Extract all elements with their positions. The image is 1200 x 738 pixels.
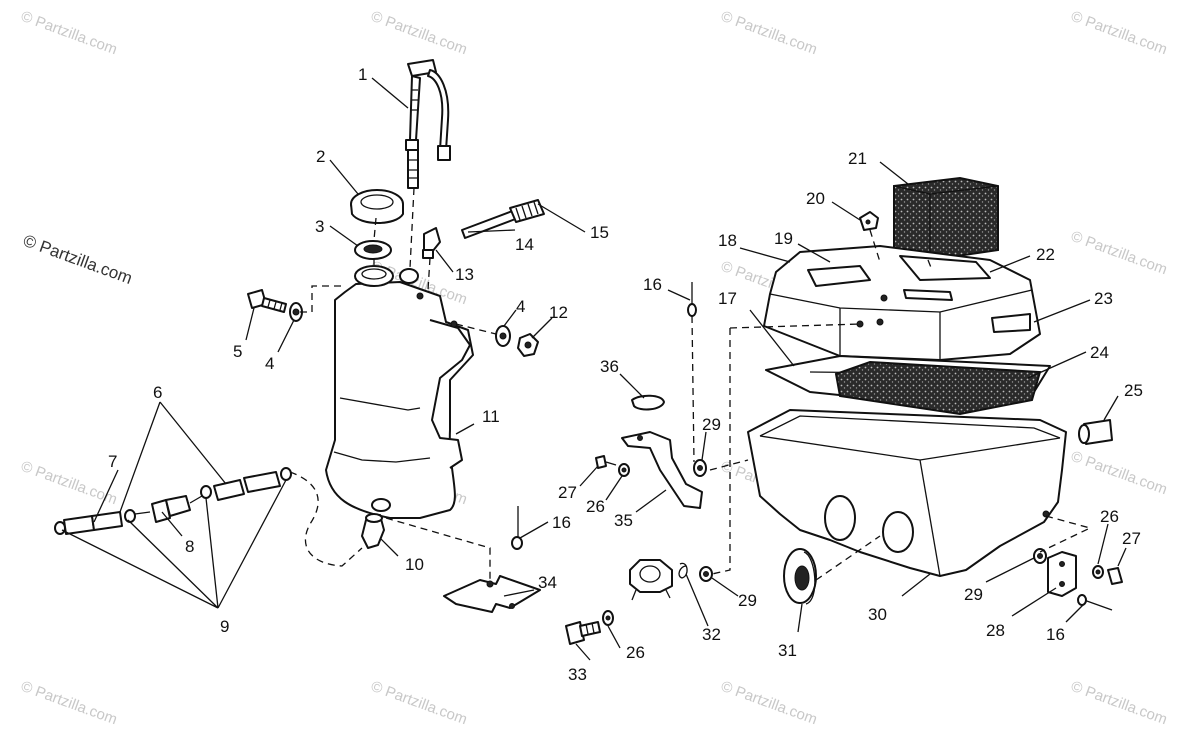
callout-27: 27 (558, 483, 577, 502)
part-clamp (859, 211, 879, 231)
part-bolt-33 (565, 610, 614, 645)
watermark: © Partzilla.com (369, 678, 470, 729)
callout-24: 24 (1090, 343, 1109, 362)
part-bolt-16-right (1077, 594, 1113, 611)
callout-32: 32 (702, 625, 721, 644)
callout-25: 25 (1124, 381, 1143, 400)
callout-36: 36 (600, 357, 619, 376)
watermark: © Partzilla.com (719, 8, 820, 59)
callout-22: 22 (1036, 245, 1055, 264)
callout-26: 26 (586, 497, 605, 516)
callout-1: 1 (358, 65, 367, 84)
watermark: © Partzilla.com (19, 8, 120, 59)
callout-16: 16 (552, 513, 571, 532)
callout-31: 31 (778, 641, 797, 660)
part-right-bracket (1047, 551, 1077, 597)
part-sensor (629, 559, 673, 601)
part-clip (631, 394, 665, 411)
callout-16: 16 (643, 275, 662, 294)
callout-21: 21 (848, 149, 867, 168)
part-dipstick-hose (405, 59, 451, 189)
callout-27: 27 (1122, 529, 1141, 548)
part-gasket (354, 240, 392, 260)
callout-13: 13 (455, 265, 474, 284)
part-filler-cap (350, 189, 404, 224)
callout-11: 11 (482, 407, 500, 426)
callout-5: 5 (233, 342, 242, 361)
part-rubber-mount (783, 548, 817, 605)
part-air-filter (834, 360, 1042, 416)
part-filter-line (54, 467, 292, 535)
watermark: © Partzilla.com (719, 678, 820, 729)
part-airbox-base (747, 409, 1067, 577)
callout-labels: 1 2 3 4 5 4 12 6 7 8 9 10 11 13 14 15 16… (108, 65, 1143, 684)
part-tank-bracket (443, 575, 541, 613)
part-nut-right (495, 325, 539, 357)
watermark: © Partzilla.com (1069, 448, 1170, 499)
callout-30: 30 (868, 605, 887, 624)
part-mount-bracket (621, 431, 703, 509)
callout-8: 8 (185, 537, 194, 556)
callout-28: 28 (986, 621, 1005, 640)
callout-29: 29 (738, 591, 757, 610)
part-grommet (1033, 548, 1047, 564)
callout-3: 3 (315, 217, 324, 236)
callout-34: 34 (538, 573, 557, 592)
callout-10: 10 (405, 555, 424, 574)
watermark: © Partzilla.com (1069, 228, 1170, 279)
part-foam-block (893, 176, 999, 262)
watermark-main: © Partzilla.com (21, 231, 135, 288)
part-grommet (699, 566, 713, 582)
callout-23: 23 (1094, 289, 1113, 308)
callout-6: 6 (153, 383, 162, 402)
part-plug (1078, 419, 1113, 445)
part-bolt-27-right (1092, 565, 1123, 585)
callout-4: 4 (265, 354, 274, 373)
callout-9: 9 (220, 617, 229, 636)
watermark: © Partzilla.com (369, 8, 470, 59)
callout-4: 4 (516, 297, 525, 316)
callout-26: 26 (626, 643, 645, 662)
part-elbow-fitting (422, 227, 441, 259)
callout-7: 7 (108, 452, 117, 471)
callout-29: 29 (702, 415, 721, 434)
part-oil-tank (325, 265, 474, 519)
leader-lines (61, 77, 1127, 661)
callout-12: 12 (549, 303, 568, 322)
part-grommet (693, 459, 707, 477)
callout-33: 33 (568, 665, 587, 684)
part-bolt-16-mid (511, 506, 523, 550)
callout-26: 26 (1100, 507, 1119, 526)
callout-16: 16 (1046, 625, 1065, 644)
part-breather-tube (461, 199, 545, 239)
callout-35: 35 (614, 511, 633, 530)
callout-29: 29 (964, 585, 983, 604)
watermark: © Partzilla.com (19, 678, 120, 729)
callout-2: 2 (316, 147, 325, 166)
part-drain-fitting (361, 513, 385, 549)
watermark: © Partzilla.com (1069, 678, 1170, 729)
watermark: © Partzilla.com (1069, 8, 1170, 59)
callout-20: 20 (806, 189, 825, 208)
callout-15: 15 (590, 223, 609, 242)
callout-18: 18 (718, 231, 737, 250)
part-airbox-lid (763, 245, 1041, 361)
callout-19: 19 (774, 229, 793, 248)
assembly-lines (289, 187, 1092, 584)
callout-14: 14 (515, 235, 534, 254)
part-spring (678, 562, 688, 579)
part-bolt-left (247, 289, 303, 322)
part-bolt-27-left (595, 455, 630, 477)
callout-17: 17 (718, 289, 737, 308)
